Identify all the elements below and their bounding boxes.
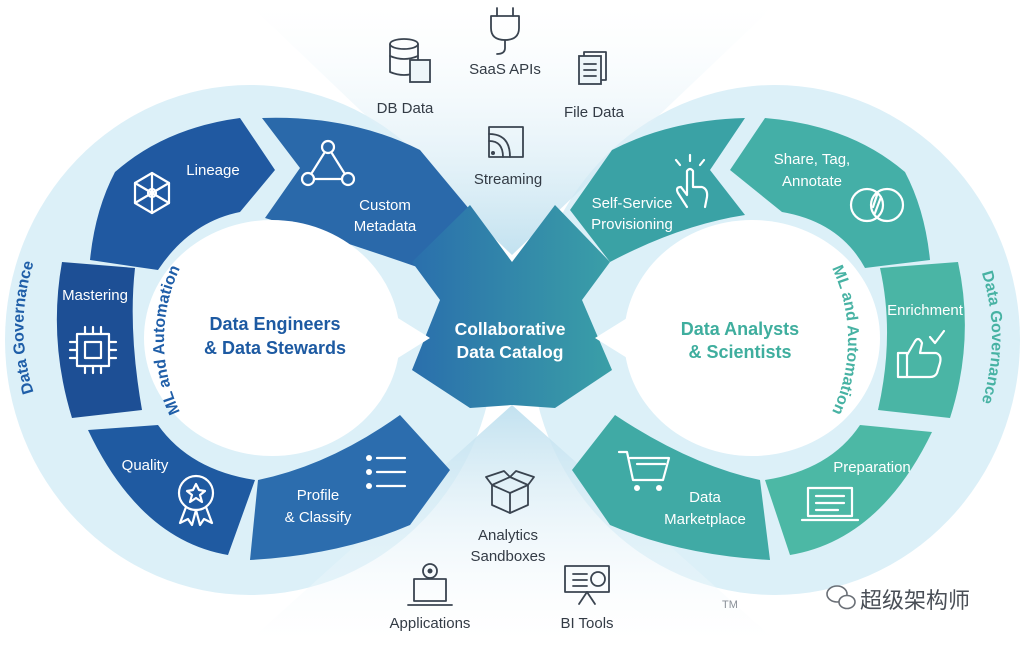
profile-label-line2: & Classify: [285, 509, 352, 526]
left-center-title-line2: & Data Stewards: [204, 338, 346, 358]
marketplace-label-line2: Marketplace: [664, 511, 746, 528]
lineage-label: Lineage: [186, 162, 239, 179]
share-label-line1: Share, Tag,: [774, 151, 850, 168]
list-icon: [366, 455, 407, 489]
segment-self-service[interactable]: [570, 118, 745, 262]
hub-shape[interactable]: [412, 205, 612, 408]
right-center-oval: [624, 220, 880, 456]
input-funnel: [250, 5, 775, 255]
self-service-label-line2: Provisioning: [591, 216, 673, 233]
venn-icon: [849, 187, 905, 223]
hub-title-line2: Data Catalog: [457, 342, 564, 362]
touch-icon: [674, 153, 709, 209]
wechat-icon: [826, 585, 856, 610]
share-label-line2: Annotate: [782, 173, 842, 190]
bi-label: BI Tools: [560, 615, 613, 632]
left-center-title-line1: Data Engineers: [209, 314, 340, 334]
segment-mastering[interactable]: [56, 262, 143, 418]
quality-label: Quality: [122, 457, 169, 474]
marketplace-label-line1: Data: [689, 489, 721, 506]
db-label: DB Data: [377, 100, 434, 117]
applications-label: Applications: [390, 615, 471, 632]
saas-label: SaaS APIs: [469, 61, 541, 78]
self-service-label-line1: Self-Service: [592, 195, 673, 212]
mastering-label: Mastering: [62, 287, 128, 304]
board-icon: [564, 565, 610, 605]
left-center-oval: [144, 220, 400, 456]
badge-icon: [177, 474, 215, 527]
streaming-label: Streaming: [474, 171, 542, 188]
network-icon: [133, 171, 171, 215]
laptop-icon: [800, 486, 860, 522]
segment-quality[interactable]: [88, 425, 255, 555]
file-icon: [578, 51, 607, 85]
segment-lineage[interactable]: [90, 118, 275, 270]
custom-metadata-label-line2: Metadata: [354, 218, 417, 235]
enrichment-label: Enrichment: [887, 302, 964, 319]
watermark: 超级架构师: [860, 588, 970, 613]
right-center-title-line2: & Scientists: [688, 342, 791, 362]
preparation-label: Preparation: [833, 459, 911, 476]
profile-label-line1: Profile: [297, 487, 340, 504]
box-icon: [485, 470, 535, 514]
chip-icon: [68, 325, 118, 375]
custom-metadata-label-line1: Custom: [359, 197, 411, 214]
left-ring: [56, 117, 470, 560]
thumbs-up-icon: [896, 329, 946, 379]
right-center-title-line1: Data Analysts: [681, 319, 799, 339]
cart-icon: [617, 450, 671, 491]
sandboxes-label-line1: Analytics: [478, 527, 538, 544]
segment-preparation[interactable]: [765, 425, 932, 555]
output-funnel: [250, 405, 775, 640]
db-icon: [389, 38, 431, 83]
segment-share[interactable]: [730, 118, 930, 268]
streaming-icon: [488, 126, 524, 158]
gear-monitor-icon: [407, 563, 453, 606]
triangle-icon: [300, 139, 356, 187]
file-label: File Data: [564, 104, 625, 121]
segment-profile[interactable]: [250, 415, 450, 560]
plug-icon: [490, 7, 520, 55]
hub-title-line1: Collaborative: [455, 319, 566, 339]
sandboxes-label-line2: Sandboxes: [470, 548, 545, 565]
trademark: TM: [722, 599, 738, 611]
